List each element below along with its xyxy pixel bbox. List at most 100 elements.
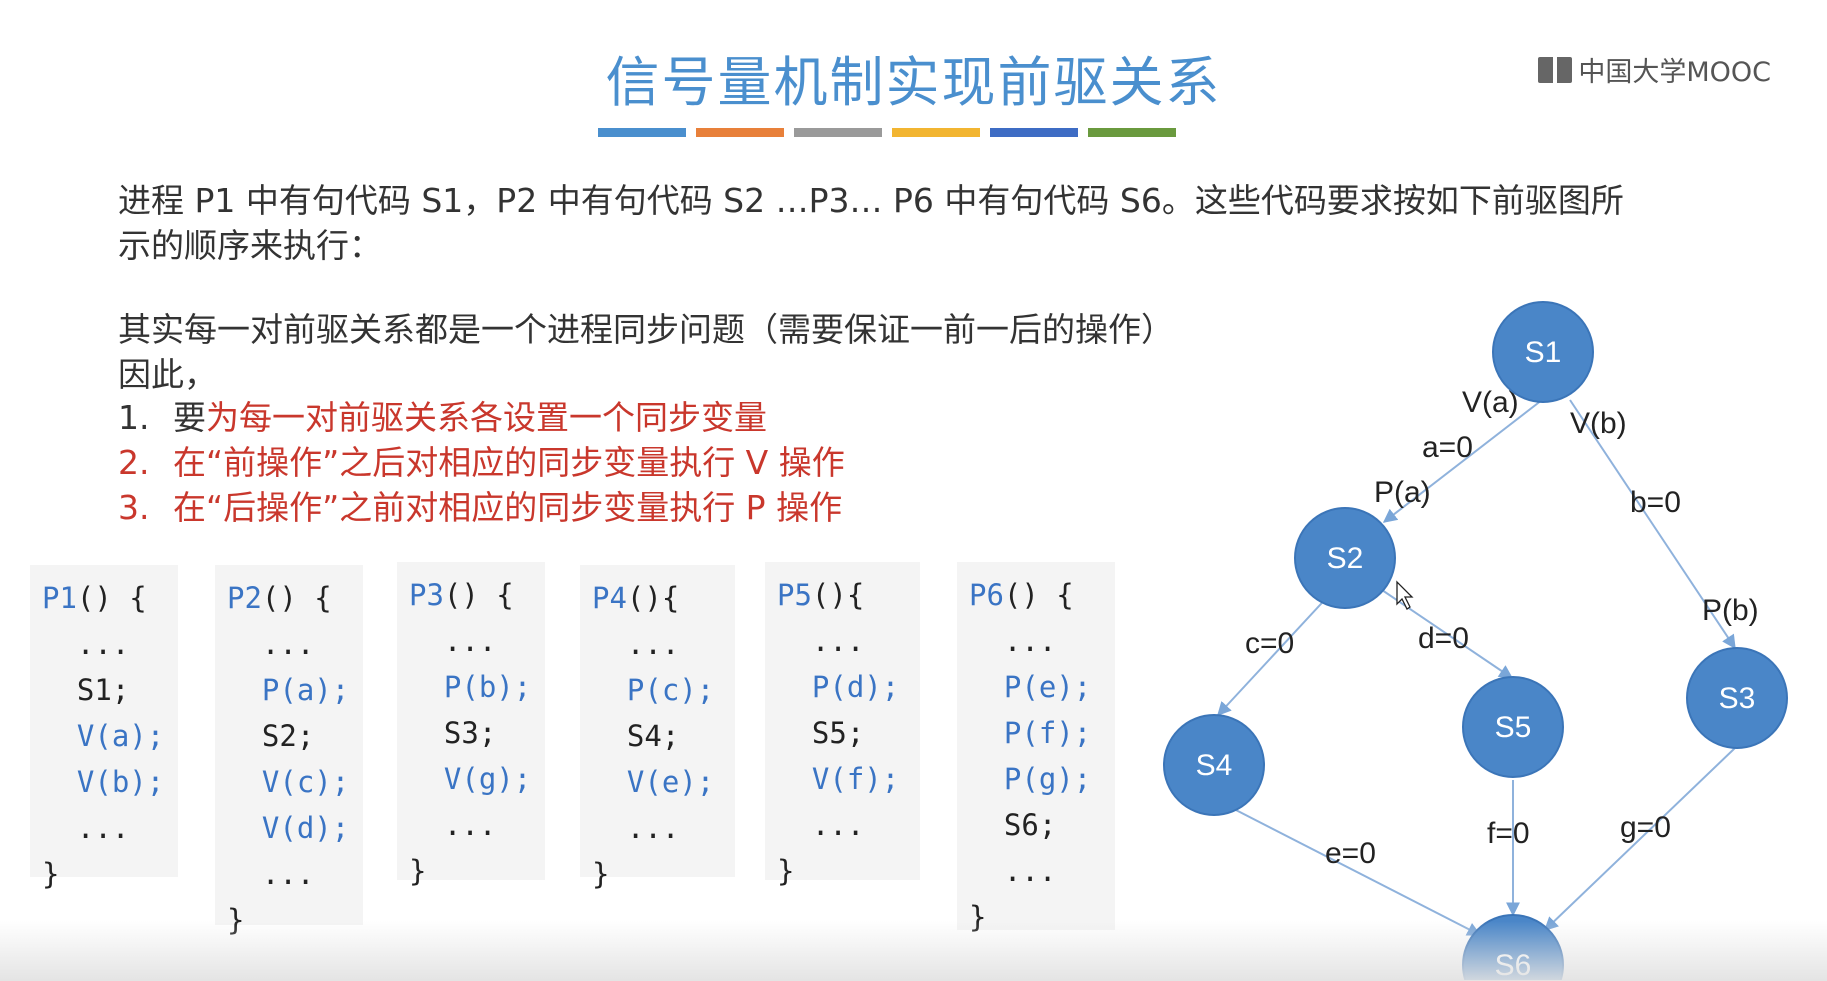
code-line: V(e); <box>592 765 715 799</box>
process-name: P2 <box>227 581 262 615</box>
process-name: P6 <box>969 578 1004 612</box>
edge-s2-s4 <box>1217 591 1333 717</box>
list-number: 2. <box>118 443 150 482</box>
explain-line-1: 其实每一对前驱关系都是一个进程同步问题（需要保证一前一后的操作） <box>118 310 1174 349</box>
code-line: V(b); <box>42 765 165 799</box>
code-line: } <box>777 854 795 888</box>
list-number: 3. <box>118 488 150 527</box>
code-header-rest: (){ <box>811 578 865 612</box>
list-number: 1. <box>118 398 150 437</box>
explain-line-2: 因此， <box>118 355 217 394</box>
edge-s1-s2 <box>1382 399 1543 523</box>
mouse-cursor-icon <box>1396 580 1414 610</box>
list-item: 3.在“后操作”之前对相应的同步变量执行 P 操作 <box>118 485 845 530</box>
code-line: S1; <box>42 673 130 707</box>
title-bar-5 <box>990 128 1078 137</box>
code-block-p1: P1() { ... S1; V(a); V(b); ...} <box>30 565 178 891</box>
intro-line-2: 示的顺序来执行： <box>118 226 382 265</box>
bottom-fade <box>0 921 1827 981</box>
edge-label-pb: P(b) <box>1702 594 1759 627</box>
process-name: P4 <box>592 581 627 615</box>
code-header: P6() { <box>969 572 1103 618</box>
code-header-rest: () { <box>1003 578 1074 612</box>
code-line: P(b); <box>409 670 532 704</box>
explain-paragraph: 其实每一对前驱关系都是一个进程同步问题（需要保证一前一后的操作） 因此， <box>118 307 1318 397</box>
list-item: 2. 在“前操作”之后对相应的同步变量执行 V 操作 <box>118 440 845 485</box>
book-icon <box>1538 56 1573 83</box>
code-line: V(f); <box>777 762 900 796</box>
code-line: S2; <box>227 719 315 753</box>
edge-label-e0: e=0 <box>1325 837 1376 870</box>
code-line: ... <box>969 624 1057 658</box>
title-bar-6 <box>1088 128 1176 137</box>
code-header-rest: () { <box>261 581 332 615</box>
code-header-rest: () { <box>76 581 147 615</box>
code-line: } <box>592 857 610 891</box>
title-bar-3 <box>794 128 882 137</box>
code-header: P1() { <box>42 575 166 621</box>
code-line: ... <box>409 624 497 658</box>
code-line: S6; <box>969 808 1057 842</box>
mooc-logo: 中国大学MOOC <box>1538 50 1771 89</box>
code-block-p5: P5(){ ... P(d); S5; V(f); ...} <box>765 562 920 888</box>
list-item: 1. 要为每一对前驱关系各设置一个同步变量 <box>118 395 845 440</box>
code-line: ... <box>42 627 130 661</box>
code-line: P(c); <box>592 673 715 707</box>
node-s3 <box>1686 647 1788 749</box>
edge-s4-s6 <box>1231 807 1482 936</box>
code-header: P4(){ <box>592 575 723 621</box>
node-label-s4: S4 <box>1196 749 1233 782</box>
edge-label-pa: P(a) <box>1374 476 1431 509</box>
code-line: P(d); <box>777 670 900 704</box>
code-header: P3() { <box>409 572 533 618</box>
code-header: P2() { <box>227 575 351 621</box>
code-block-p6: P6() { ... P(e); P(f); P(g); S6; ...} <box>957 562 1115 934</box>
edge-s2-s5 <box>1381 589 1514 679</box>
edge-label-vb: V(b) <box>1570 407 1627 440</box>
code-line: P(f); <box>969 716 1092 750</box>
process-name: P5 <box>777 578 812 612</box>
code-line: V(d); <box>227 811 350 845</box>
code-line: P(e); <box>969 670 1092 704</box>
code-line: ... <box>777 808 865 842</box>
edge-label-c0: c=0 <box>1245 627 1294 660</box>
node-label-s3: S3 <box>1719 682 1756 715</box>
title-color-bars <box>598 128 1176 137</box>
code-line: } <box>409 854 427 888</box>
code-line: ... <box>409 808 497 842</box>
code-block-p2: P2() { ... P(a); S2; V(c); V(d); ...} <box>215 565 363 937</box>
node-label-s2: S2 <box>1327 542 1364 575</box>
list-text: 为每一对前驱关系各设置一个同步变量 <box>206 398 767 437</box>
edge-label-g0: g=0 <box>1620 811 1671 844</box>
code-line: ... <box>592 811 680 845</box>
slide-title: 信号量机制实现前驱关系 <box>605 51 1222 114</box>
code-line: V(a); <box>42 719 165 753</box>
code-line: ... <box>777 624 865 658</box>
list-text: 在“前操作”之后对相应的同步变量执行 V 操作 <box>173 443 845 482</box>
edge-s1-s3 <box>1569 399 1736 650</box>
intro-paragraph: 进程 P1 中有句代码 S1，P2 中有句代码 S2 …P3… P6 中有句代码… <box>118 178 1678 268</box>
code-line: ... <box>969 854 1057 888</box>
code-header: P5(){ <box>777 572 908 618</box>
title-bar-2 <box>696 128 784 137</box>
node-s4 <box>1163 714 1265 816</box>
code-line: P(g); <box>969 762 1092 796</box>
title-bar-4 <box>892 128 980 137</box>
code-line: ... <box>592 627 680 661</box>
list-prefix: 要 <box>173 398 206 437</box>
code-line: ... <box>227 857 315 891</box>
code-line: ... <box>42 811 130 845</box>
code-header-rest: (){ <box>626 581 680 615</box>
code-line: V(g); <box>409 762 532 796</box>
code-line: } <box>42 857 60 891</box>
intro-line-1: 进程 P1 中有句代码 S1，P2 中有句代码 S2 …P3… P6 中有句代码… <box>118 181 1624 220</box>
node-s1 <box>1492 301 1594 403</box>
steps-list: 1. 要为每一对前驱关系各设置一个同步变量 2. 在“前操作”之后对相应的同步变量执… <box>118 395 845 530</box>
edge-label-b0: b=0 <box>1630 486 1681 519</box>
code-line: S4; <box>592 719 680 753</box>
process-name: P3 <box>409 578 444 612</box>
process-name: P1 <box>42 581 77 615</box>
logo-text: 中国大学MOOC <box>1578 57 1771 88</box>
node-s2 <box>1294 507 1396 609</box>
